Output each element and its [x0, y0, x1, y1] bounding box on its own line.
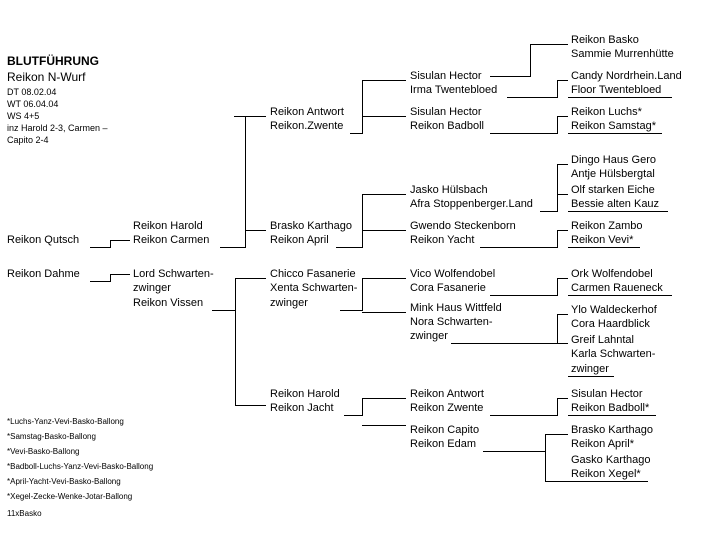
- gen5-b2-dam: Floor Twentebloed: [571, 84, 662, 96]
- granddam-maternal: Reikon Vissen: [133, 297, 204, 309]
- footnote-samstag: *Samstag-Basko-Ballong: [7, 432, 96, 441]
- gen4-a2-sire: Sisulan Hector: [410, 106, 482, 118]
- grandsire-paternal: Reikon Harold: [133, 220, 203, 232]
- gen4-a1-sire: Sisulan Hector: [410, 70, 482, 82]
- gen4-a6-dam: Nora Schwarten-: [410, 316, 493, 328]
- gen4-a2-dam: Reikon Badboll: [410, 120, 484, 132]
- gen5-b4-sire: Dingo Haus Gero: [571, 154, 656, 166]
- gen5-b12-sire: Gasko Karthago: [571, 454, 651, 466]
- litter-size: WS 4+5: [7, 111, 40, 121]
- birth-date: DT 08.02.04: [7, 87, 57, 97]
- gen5-b9-dam: Karla Schwarten-: [571, 348, 656, 360]
- gen4-a7-sire: Reikon Antwort: [410, 388, 484, 400]
- gen5-b7-dam: Carmen Raueneck: [571, 282, 663, 294]
- sire-name: Reikon Qutsch: [7, 234, 80, 246]
- gen4-a4-sire: Gwendo Steckenborn: [410, 220, 516, 232]
- gen5-b1-dam: Sammie Murrenhütte: [571, 48, 674, 60]
- gen5-b12-dam: Reikon Xegel*: [571, 468, 641, 480]
- gen4-a1-dam: Irma Twentebloed: [410, 84, 498, 96]
- gen5-b6-sire: Reikon Zambo: [571, 220, 643, 232]
- gen5-b10-dam: Reikon Badboll*: [571, 402, 650, 414]
- dam-name: Reikon Dahme: [7, 268, 80, 280]
- litter-name: Reikon N-Wurf: [7, 70, 86, 84]
- footnote-luchs: *Luchs-Yanz-Vevi-Basko-Ballong: [7, 417, 124, 426]
- gen3-dam-4: Reikon Jacht: [270, 402, 334, 414]
- footnote-badboll: *Badboll-Luchs-Yanz-Vevi-Basko-Ballong: [7, 462, 154, 471]
- gen5-b5-sire: Olf starken Eiche: [571, 184, 655, 196]
- footnote-xegel: *Xegel-Zecke-Wenke-Jotar-Ballong: [7, 492, 133, 501]
- inbreeding-note-cont: Capito 2-4: [7, 135, 49, 145]
- gen3-dam-3: Xenta Schwarten-: [270, 282, 358, 294]
- gen4-a4-dam: Reikon Yacht: [410, 234, 475, 246]
- granddam-paternal: Reikon Carmen: [133, 234, 210, 246]
- gen4-a7-dam: Reikon Zwente: [410, 402, 484, 414]
- gen5-b10-sire: Sisulan Hector: [571, 388, 643, 400]
- gen4-a3-sire: Jasko Hülsbach: [410, 184, 488, 196]
- gen4-a5-dam: Cora Fasanerie: [410, 282, 486, 294]
- gen5-b8-sire: Ylo Waldeckerhof: [571, 304, 657, 316]
- gen5-b9-sire: Greif Lahntal: [571, 334, 634, 346]
- gen5-b11-sire: Brasko Karthago: [571, 424, 653, 436]
- gen5-b11-dam: Reikon April*: [571, 438, 634, 450]
- gen4-a8-dam: Reikon Edam: [410, 438, 477, 450]
- gen4-a5-sire: Vico Wolfendobel: [410, 268, 496, 280]
- gen3-dam-3-cont: zwinger: [270, 297, 308, 309]
- gen5-b2-sire: Candy Nordrhein.Land: [571, 70, 682, 82]
- gen3-sire-3: Chicco Fasanerie: [270, 268, 356, 280]
- gen5-b6-dam: Reikon Vevi*: [571, 234, 634, 246]
- gen3-sire-4: Reikon Harold: [270, 388, 340, 400]
- gen3-dam-1: Reikon.Zwente: [270, 120, 344, 132]
- gen5-b8-dam: Cora Haardblick: [571, 318, 650, 330]
- gen5-b3-dam: Reikon Samstag*: [571, 120, 656, 132]
- gen4-a8-sire: Reikon Capito: [410, 424, 480, 436]
- gen5-b7-sire: Ork Wolfendobel: [571, 268, 653, 280]
- grandsire-maternal: Lord Schwarten-: [133, 268, 214, 280]
- gen5-b5-dam: Bessie alten Kauz: [571, 198, 660, 210]
- footnote-april: *April-Yacht-Vevi-Basko-Ballong: [7, 477, 121, 486]
- gen4-a3-dam: Afra Stoppenberger.Land: [410, 198, 533, 210]
- page-title: BLUTFÜHRUNG: [7, 54, 99, 68]
- grandsire-maternal-cont: zwinger: [133, 282, 171, 294]
- gen5-b3-sire: Reikon Luchs*: [571, 106, 642, 118]
- gen4-a6-sire: Mink Haus Wittfeld: [410, 302, 502, 314]
- gen5-b9-dam-cont: zwinger: [571, 363, 609, 375]
- gen5-b4-dam: Antje Hülsbergtal: [571, 168, 655, 180]
- gen3-dam-2: Reikon April: [270, 234, 329, 246]
- gen3-sire-1: Reikon Antwort: [270, 106, 344, 118]
- inbreeding-note: inz Harold 2-3, Carmen –: [7, 123, 108, 133]
- gen5-b1-sire: Reikon Basko: [571, 34, 639, 46]
- gen3-sire-2: Brasko Karthago: [270, 220, 352, 232]
- footnote-basko-count: 11xBasko: [7, 509, 42, 518]
- whelping-date: WT 06.04.04: [7, 99, 59, 109]
- gen4-a6-dam-cont: zwinger: [410, 330, 448, 342]
- footnote-vevi: *Vevi-Basko-Ballong: [7, 447, 80, 456]
